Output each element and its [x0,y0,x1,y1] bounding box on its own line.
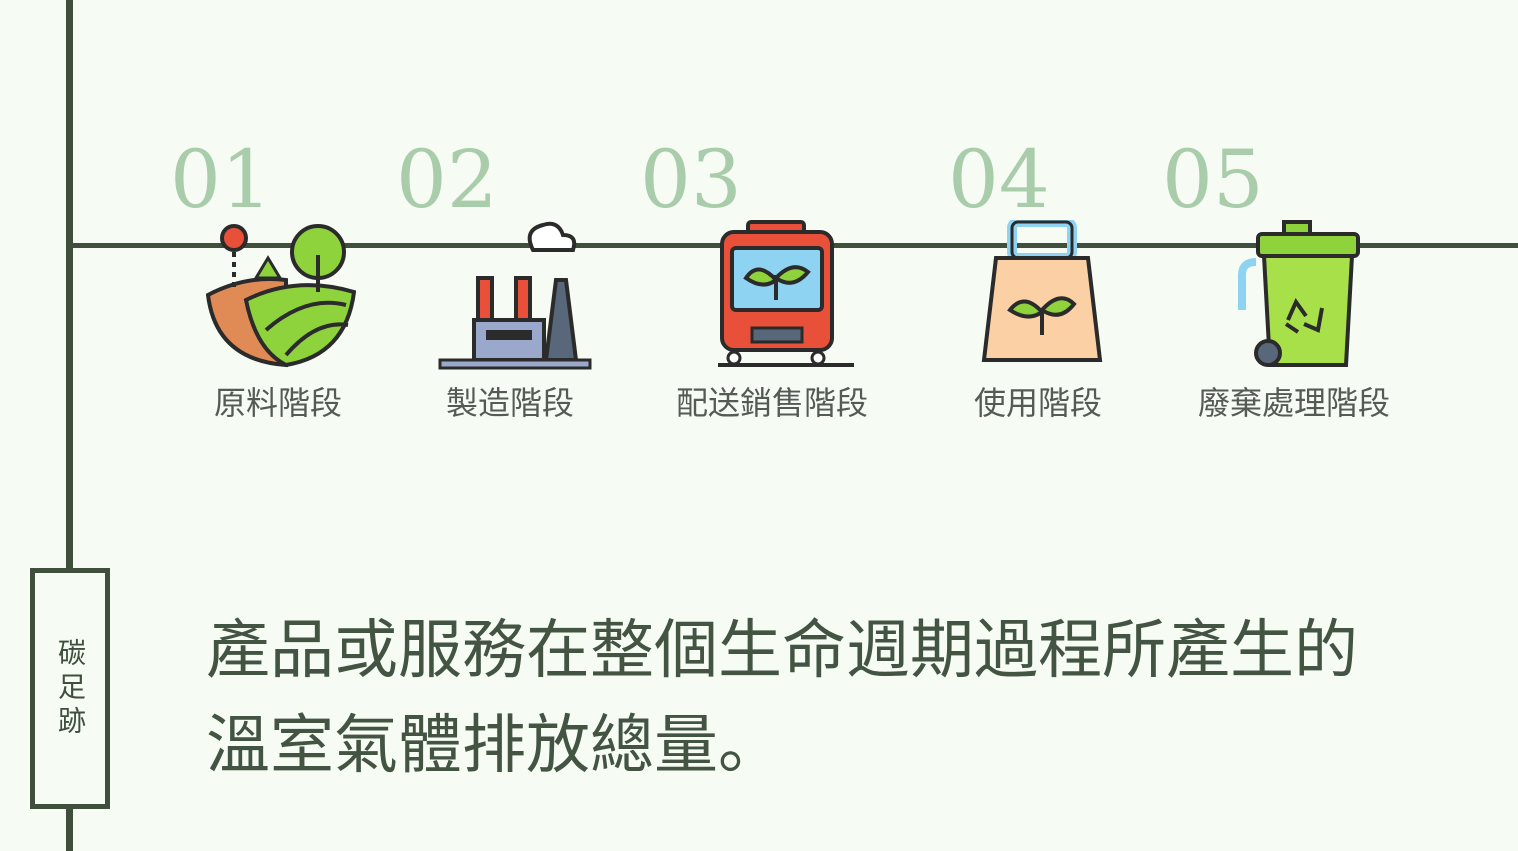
bag-icon [981,220,1103,362]
stage-label: 廢棄處理階段 [1198,384,1391,422]
stage-number: 03 [640,133,742,226]
carbon-footprint-definition: 產品或服務在整個生命週期過程所產生的 溫室氣體排放總量。 [206,604,1466,794]
definition-line-1: 產品或服務在整個生命週期過程所產生的 [206,614,1358,688]
definition-line-2: 溫室氣體排放總量。 [206,709,782,783]
stage-number: 02 [396,133,498,226]
stage-label: 配送銷售階段 [676,384,869,422]
stage-number: 04 [948,133,1050,226]
stage-number: 01 [170,133,272,226]
side-label-text: 碳足跡 [54,637,87,740]
stage-label: 製造階段 [446,384,575,422]
stage-label: 使用階段 [974,384,1103,422]
recycle-bin-icon [1238,220,1360,367]
carbon-footprint-tag: 碳足跡 [30,568,110,809]
bus-icon [718,220,854,367]
timeline-vertical-line [66,0,73,851]
farmland-icon [206,224,356,368]
stage-label: 原料階段 [214,384,343,422]
factory-icon [438,221,592,370]
stage-number: 05 [1162,133,1264,226]
